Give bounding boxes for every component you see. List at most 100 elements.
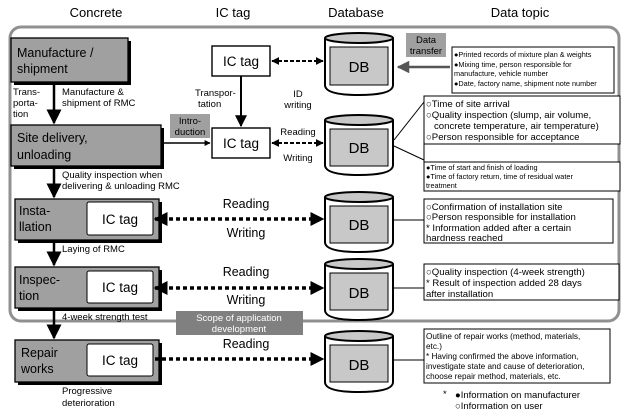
label-strength-test: 4-week strength test [62, 312, 148, 323]
label-transportation-right-1: Transpor- [195, 88, 236, 99]
svg-text:DB: DB [349, 59, 370, 76]
stage-site-delivery: Site delivery, unloading [10, 124, 164, 169]
label-id-writing-2: writing [283, 100, 311, 111]
introduction-box [170, 114, 210, 138]
label-introduction-2: duction [175, 127, 206, 138]
stage-installation-line1: Insta- [19, 204, 50, 218]
svg-text:investigate state and cause of: investigate state and cause of deteriora… [426, 362, 584, 371]
svg-text:* Information added after a ce: * Information added after a certain [426, 223, 571, 234]
svg-text:after installation: after installation [426, 289, 493, 300]
stage-repair-line1: Repair [21, 346, 58, 360]
label-reading-installation: Reading [223, 197, 270, 211]
header-database: Database [328, 5, 384, 20]
ic-tag-delivery: IC tag [211, 127, 271, 159]
ic-tag-installation [86, 201, 154, 236]
legend-user: ○Information on user [455, 401, 543, 412]
svg-text:DB: DB [349, 285, 370, 302]
legend-star: * [443, 389, 447, 400]
label-reading-delivery: Reading [280, 127, 315, 138]
topic-repair: Outline of repair works (method, materia… [423, 328, 611, 384]
svg-text:* Having confirmed the above i: * Having confirmed the above information… [426, 352, 578, 361]
svg-text:manufacture, vehicle number: manufacture, vehicle number [454, 69, 549, 78]
svg-text:●Mixing time, person responsib: ●Mixing time, person responsible for [454, 60, 572, 69]
svg-text:●Date, factory name, shipment: ●Date, factory name, shipment note numbe… [454, 79, 597, 88]
label-progressive-2: deterioration [62, 398, 115, 409]
label-writing-delivery: Writing [283, 153, 312, 164]
svg-text:etc.): etc.) [426, 342, 442, 351]
svg-text:Outline of repair works (metho: Outline of repair works (method, materia… [426, 332, 580, 341]
label-data-transfer-2: transfer [410, 46, 442, 57]
ic-tag-inspection-label: IC tag [102, 280, 138, 295]
stage-installation-line2: llation [19, 220, 52, 234]
label-progressive-1: Progressive [62, 386, 112, 397]
stage-manufacture-line2: shipment [17, 62, 68, 76]
db-inspection: DB [324, 258, 394, 322]
header-concrete: Concrete [70, 5, 123, 20]
topic-delivery-manufacturer: ●Time of start and finish of loading ●Ti… [423, 161, 621, 192]
label-id-writing-1: ID [293, 89, 303, 100]
scope-box [176, 311, 303, 335]
svg-text:treatment: treatment [426, 181, 457, 190]
scope-label-2: development [212, 324, 267, 335]
header-ic-tag: IC tag [216, 5, 251, 20]
db-delivery: DB [324, 114, 394, 177]
label-laying-rmc: Laying of RMC [62, 244, 125, 255]
label-transportation-left-2: porta- [13, 98, 38, 109]
stage-inspection-line2: tion [19, 289, 39, 303]
label-data-transfer-1: Data [416, 35, 437, 46]
svg-text:IC tag: IC tag [223, 136, 259, 151]
svg-text:●Printed records of mixture pl: ●Printed records of mixture plan & weigh… [454, 50, 592, 59]
stage-manufacture: Manufacture / shipment [10, 37, 131, 85]
db-installation: DB [324, 191, 394, 254]
topic-installation: ○Confirmation of installation site ○Pers… [423, 198, 614, 244]
label-quality-inspection-rmc-1: Quality inspection when [62, 170, 162, 181]
svg-text:●Time of factory return, time: ●Time of factory return, time of residua… [426, 172, 573, 181]
topic-manufacture: ●Printed records of mixture plan & weigh… [451, 46, 615, 94]
stage-inspection-line1: Inspec- [19, 273, 60, 287]
db-repair: DB [324, 330, 394, 394]
ic-tag-manufacture: IC tag [211, 45, 271, 77]
label-introduction-1: Intro- [179, 116, 201, 127]
label-reading-repair: Reading [223, 337, 270, 351]
svg-text:○Time of site arrival: ○Time of site arrival [426, 99, 510, 110]
ic-tag-repair-label: IC tag [102, 353, 138, 368]
db-manufacture: DB [324, 32, 394, 97]
topic-inspection: ○Quality inspection (4-week strength) * … [423, 263, 620, 301]
stage-manufacture-line1: Manufacture / [17, 46, 94, 60]
ic-tag-repair [86, 343, 154, 377]
stage-repair-line2: works [20, 362, 54, 376]
svg-text:●Time of start and finish of l: ●Time of start and finish of loading [426, 163, 538, 172]
svg-text:DB: DB [349, 217, 370, 234]
ic-tag-installation-label: IC tag [102, 212, 138, 227]
svg-text:○Confirmation of installation: ○Confirmation of installation site [426, 202, 562, 213]
stage-site-delivery-line2: unloading [17, 148, 71, 162]
label-writing-installation: Writing [227, 226, 266, 240]
bracket-delivery [393, 101, 425, 141]
svg-text:○Quality inspection (4-week st: ○Quality inspection (4-week strength) [426, 267, 585, 278]
label-manufacture-rmc-1: Manufacture & [62, 87, 124, 98]
stage-inspection: Inspec- tion IC tag [14, 266, 162, 311]
svg-text:concrete temperature, air temp: concrete temperature, air temperature) [434, 121, 599, 132]
svg-text:○Person responsible for instal: ○Person responsible for installation [426, 212, 576, 223]
data-transfer-box [406, 33, 446, 57]
stage-installation: Insta- llation IC tag [14, 198, 162, 243]
stage-repair: Repair works IC tag [14, 339, 162, 385]
scope-label-1: Scope of application [196, 313, 282, 324]
svg-text:* Result of inspection added 2: * Result of inspection added 28 days [426, 278, 582, 289]
svg-text:DB: DB [349, 357, 370, 374]
bracket-delivery-2 [393, 145, 425, 161]
svg-text:DB: DB [349, 140, 370, 157]
stage-site-delivery-line1: Site delivery, [17, 131, 88, 145]
label-transportation-left-1: Trans- [13, 87, 40, 98]
label-reading-inspection: Reading [223, 265, 270, 279]
label-transportation-right-2: tation [198, 99, 221, 110]
legend: * ●Information on manufacturer ○Informat… [443, 389, 580, 412]
label-writing-inspection: Writing [227, 293, 266, 307]
topic-delivery-user: ○Time of site arrival ○Quality inspectio… [423, 95, 621, 145]
label-transportation-left-3: tion [13, 109, 28, 120]
svg-text:IC tag: IC tag [223, 54, 259, 69]
svg-text:○Quality inspection (slump, ai: ○Quality inspection (slump, air volume, [426, 110, 591, 121]
svg-text:hardness reached: hardness reached [426, 233, 503, 244]
svg-text:○Person responsible for accept: ○Person responsible for acceptance [426, 132, 580, 143]
label-manufacture-rmc-2: shipment of RMC [62, 98, 136, 109]
